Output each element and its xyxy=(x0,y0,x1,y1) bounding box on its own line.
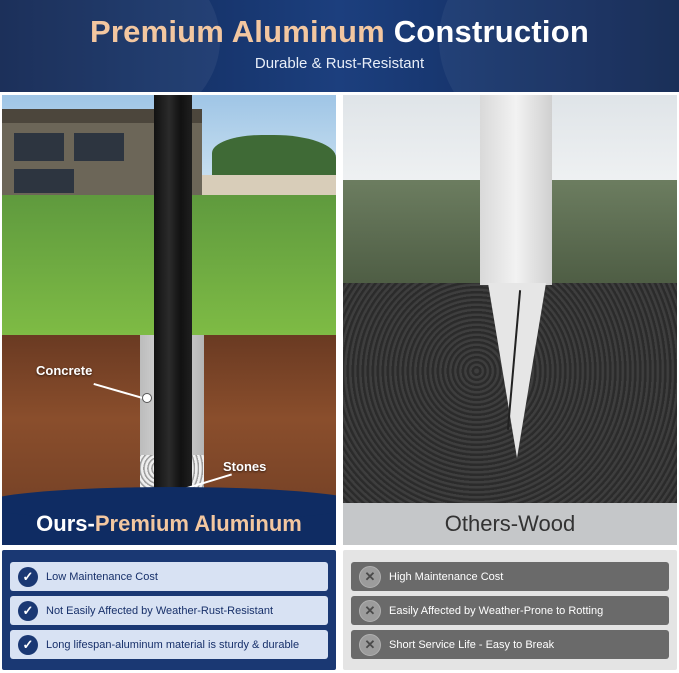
cons-item-text: Easily Affected by Weather-Prone to Rott… xyxy=(389,604,604,617)
wood-post xyxy=(480,95,552,285)
left-caption: Ours-Premium Aluminum xyxy=(2,511,336,537)
title-accent: Premium Aluminum xyxy=(90,14,385,49)
cons-item: ✕ Short Service Life - Easy to Break xyxy=(351,630,669,659)
pros-item: ✓ Not Easily Affected by Weather-Rust-Re… xyxy=(10,596,328,625)
cons-list: ✕ High Maintenance Cost ✕ Easily Affecte… xyxy=(343,550,677,670)
pros-item: ✓ Low Maintenance Cost xyxy=(10,562,328,591)
header-banner: Premium Aluminum Construction Durable & … xyxy=(0,0,679,92)
concrete-label: Concrete xyxy=(36,363,93,378)
aluminum-post xyxy=(154,95,192,500)
title-rest: Construction xyxy=(393,14,589,49)
left-caption-band xyxy=(2,487,336,545)
wood-post-illustration: Others-Wood xyxy=(343,95,677,545)
pros-item-text: Not Easily Affected by Weather-Rust-Resi… xyxy=(46,604,274,617)
cons-item-text: High Maintenance Cost xyxy=(389,570,504,583)
cons-item: ✕ High Maintenance Cost xyxy=(351,562,669,591)
check-icon: ✓ xyxy=(18,634,38,655)
caption-prefix: Ours- xyxy=(36,511,95,536)
check-icon: ✓ xyxy=(18,566,38,587)
right-caption-band xyxy=(343,503,677,545)
aluminum-post-illustration: Concrete Stones Ours-Premium Aluminum xyxy=(2,95,336,545)
page-title: Premium Aluminum Construction xyxy=(0,14,679,50)
pros-item: ✓ Long lifespan-aluminum material is stu… xyxy=(10,630,328,659)
concrete-marker xyxy=(142,393,152,403)
stones-label: Stones xyxy=(223,459,267,474)
pros-list: ✓ Low Maintenance Cost ✓ Not Easily Affe… xyxy=(2,550,336,670)
page-subtitle: Durable & Rust-Resistant xyxy=(254,55,425,72)
x-icon: ✕ xyxy=(359,633,381,656)
caption-accent: Premium Aluminum xyxy=(94,511,302,536)
cons-item-text: Short Service Life - Easy to Break xyxy=(389,638,555,651)
check-icon: ✓ xyxy=(18,600,38,621)
pros-item-text: Long lifespan-aluminum material is sturd… xyxy=(46,638,300,651)
pros-item-text: Low Maintenance Cost xyxy=(46,570,158,583)
right-caption: Others-Wood xyxy=(444,511,576,536)
x-icon: ✕ xyxy=(359,599,381,622)
cons-item: ✕ Easily Affected by Weather-Prone to Ro… xyxy=(351,596,669,625)
x-icon: ✕ xyxy=(359,565,381,588)
